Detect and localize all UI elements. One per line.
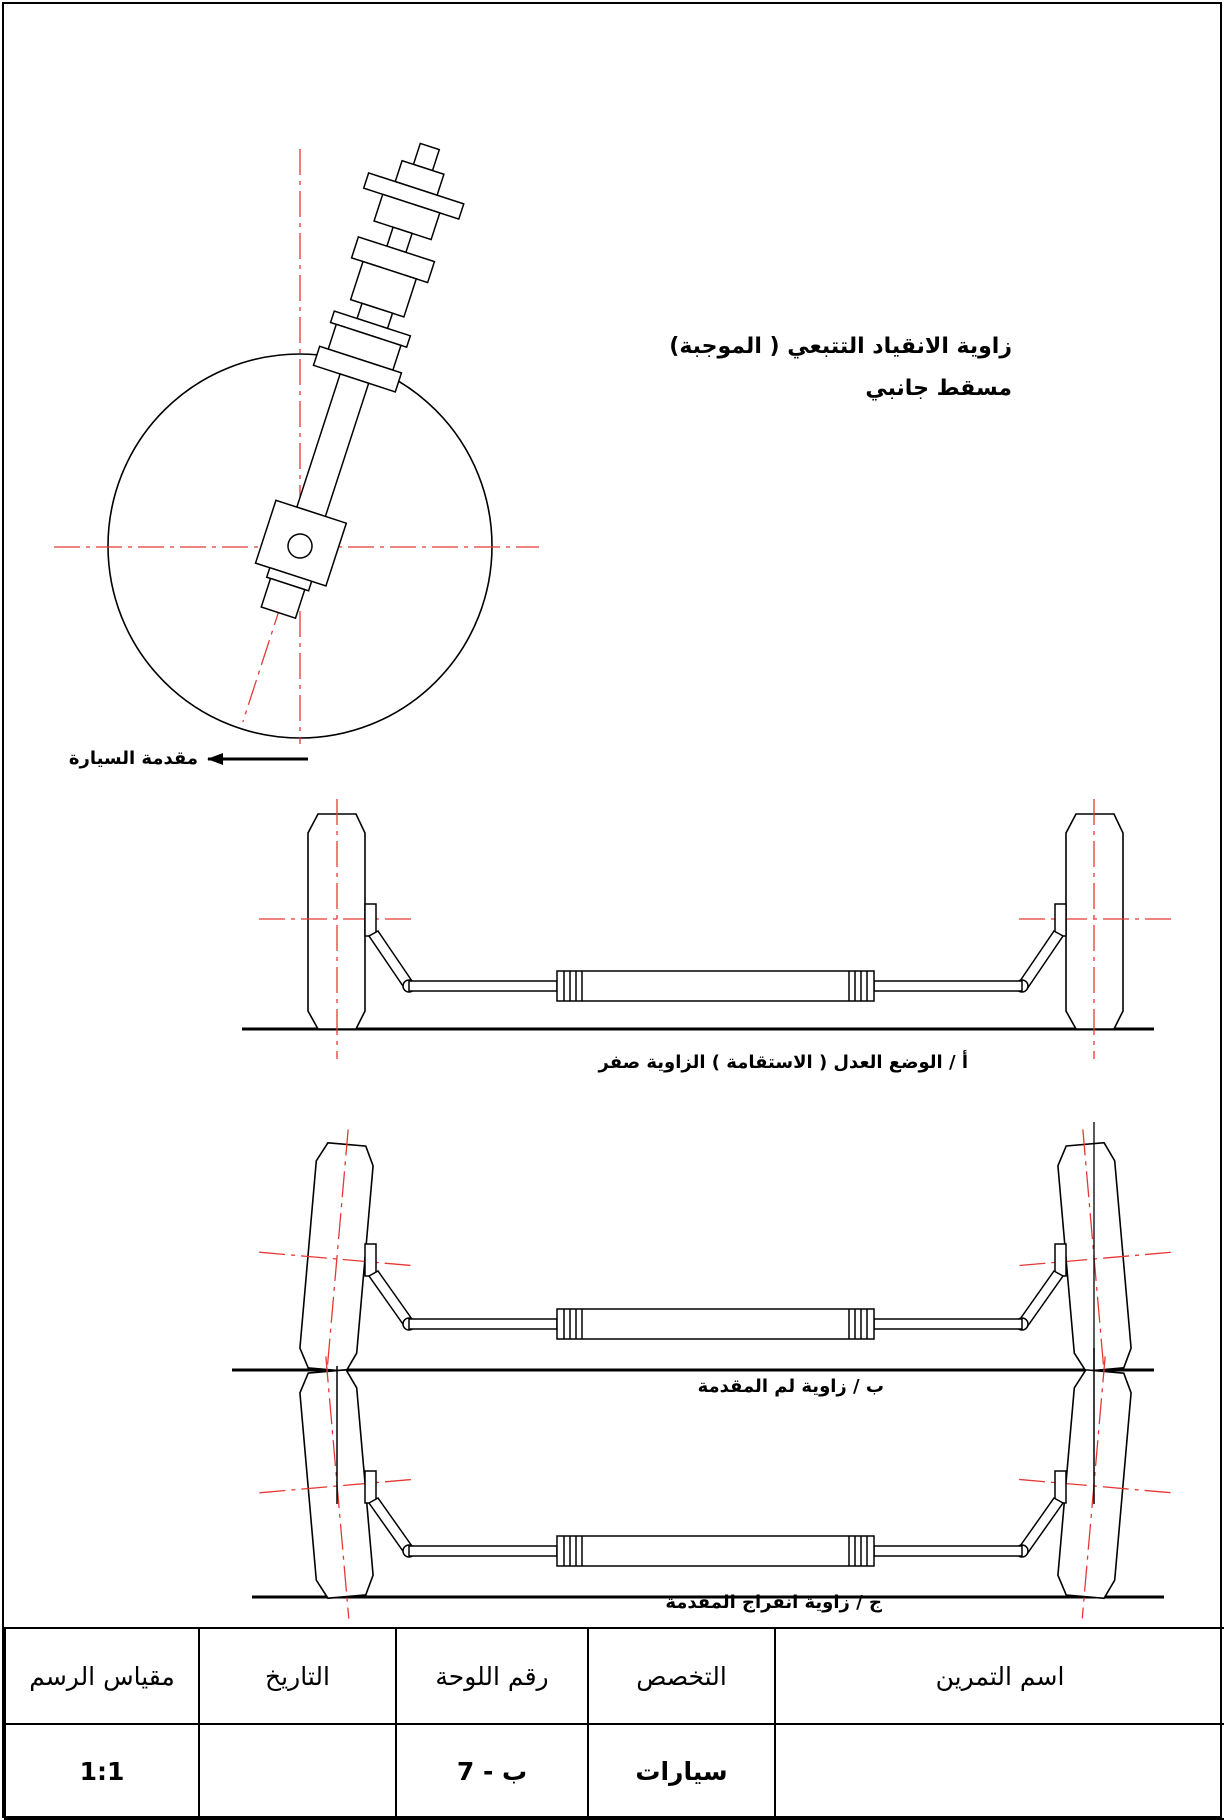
front-view-a [242, 799, 1174, 1059]
exercise-name-header: اسم التمرين [774, 1627, 1224, 1725]
caption-a: أ / الوضع العدل ( الاستقامة ) الزاوية صف… [598, 1052, 968, 1073]
side-view [54, 142, 539, 765]
sheet-number-header: رقم اللوحة [395, 1627, 589, 1725]
scale-value: 1:1 [4, 1723, 200, 1820]
steering-linkage [364, 903, 1067, 1002]
side-view-subtitle: مسقط جانبي [865, 376, 1012, 401]
sheet-number-value: ب - 7 [395, 1723, 589, 1820]
title-block-value-row: 1:1 ب - 7 سيارات [4, 1723, 1224, 1820]
date-value [198, 1723, 397, 1820]
right-wheel [1019, 1356, 1174, 1619]
exercise-name-value [774, 1723, 1224, 1820]
steering-linkage [364, 1470, 1067, 1567]
caption-b: ب / زاوية لم المقدمة [697, 1376, 884, 1397]
date-header: التاريخ [198, 1627, 397, 1725]
caption-c: ج / زاوية انفراج المقدمة [665, 1592, 882, 1613]
steering-linkage [364, 1243, 1067, 1340]
specialty-value: سيارات [587, 1723, 776, 1820]
front-view-c [252, 1348, 1174, 1619]
title-block-header-row: مقياس الرسم التاريخ رقم اللوحة التخصص اس… [4, 1627, 1224, 1725]
right-wheel [1019, 799, 1174, 1059]
direction-label: مقدمة السيارة [68, 748, 198, 769]
side-view-title: زاوية الانقياد التتبعي ( الموجبة) [669, 334, 1012, 359]
left-wheel [259, 1129, 414, 1394]
scale-header: مقياس الرسم [4, 1627, 200, 1725]
left-wheel [259, 799, 414, 1059]
technical-drawing [54, 142, 1174, 1619]
right-wheel [1019, 1129, 1174, 1394]
title-block: مقياس الرسم التاريخ رقم اللوحة التخصص اس… [4, 1627, 1224, 1820]
kingpin-strut [242, 142, 465, 723]
specialty-header: التخصص [587, 1627, 776, 1725]
front-view-b [232, 1122, 1174, 1399]
